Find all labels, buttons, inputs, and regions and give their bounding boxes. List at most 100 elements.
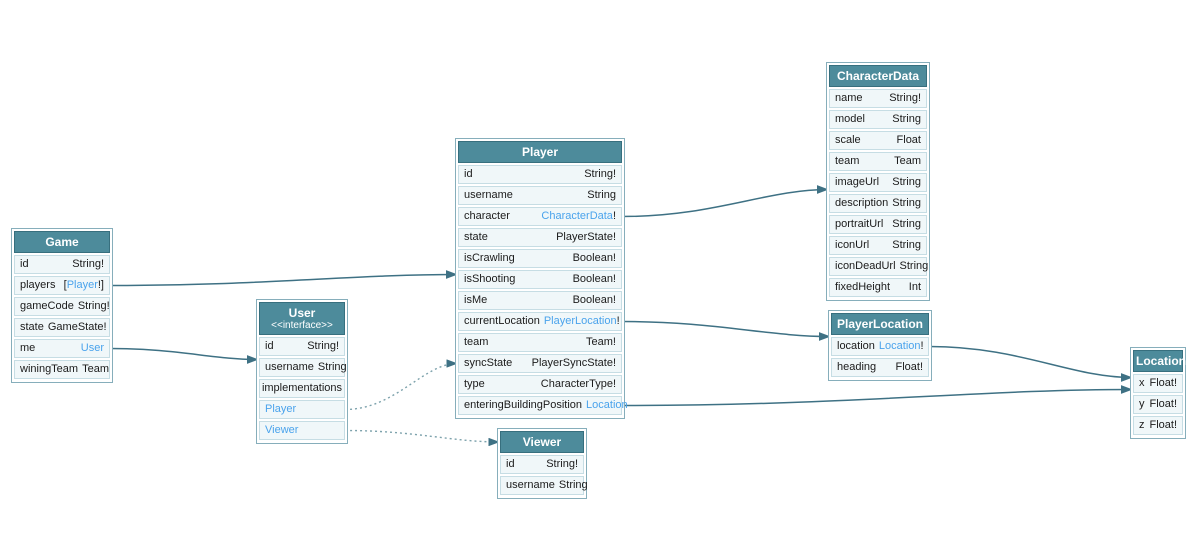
field-type: Float!: [1149, 419, 1177, 432]
type-header-player[interactable]: Player: [458, 141, 622, 163]
field-name: gameCode: [20, 300, 74, 312]
type-header-location[interactable]: Location: [1133, 350, 1186, 372]
field-type-text: Float!: [1149, 398, 1177, 410]
possible-type-row-player[interactable]: Player: [259, 400, 345, 419]
field-row-players[interactable]: players[Player!]: [14, 276, 110, 295]
field-type-text: String!: [546, 458, 578, 470]
field-type: Team: [894, 155, 921, 168]
type-header-characterdata[interactable]: CharacterData: [829, 65, 927, 87]
field-type: Team!: [586, 336, 616, 349]
field-type: String!: [307, 340, 339, 353]
field-row-state[interactable]: state PlayerState!: [458, 228, 622, 247]
field-type-text: String: [587, 189, 616, 201]
field-type: User: [81, 342, 104, 355]
field-name: character: [464, 210, 510, 222]
field-type: String: [892, 197, 921, 210]
field-type: Location: [586, 399, 628, 412]
field-type-text: Team!: [586, 336, 616, 348]
field-name: location: [837, 340, 875, 352]
type-link[interactable]: Player: [265, 403, 297, 415]
field-type-text: Boolean!: [572, 252, 616, 264]
field-type-text: [: [63, 279, 67, 291]
edge-player-character-to-characterdata: [621, 185, 829, 218]
field-type-text: Team: [82, 363, 109, 375]
field-type-link[interactable]: Location: [878, 340, 921, 352]
field-type: Boolean!: [573, 294, 616, 307]
field-type-text: String!: [72, 258, 104, 270]
field-type: String: [559, 479, 588, 492]
edge-player-enteringposition-to-location: [621, 385, 1133, 407]
type-header-viewer[interactable]: Viewer: [500, 431, 584, 453]
field-name: id: [464, 168, 473, 180]
field-type-link[interactable]: Player: [66, 279, 98, 291]
field-type-text: GameState!: [47, 321, 107, 333]
type-header-playerlocation[interactable]: PlayerLocation: [831, 313, 929, 335]
field-type-text: String: [317, 361, 347, 373]
field-type-link[interactable]: User: [80, 342, 104, 354]
type-header-game[interactable]: Game: [14, 231, 110, 253]
field-type-link[interactable]: Location: [586, 399, 628, 411]
field-type: String!: [889, 92, 921, 105]
edge-playerlocation-location-to-location: [928, 345, 1133, 382]
type-header-user[interactable]: User<<interface>>: [259, 302, 345, 335]
field-row-id[interactable]: id String!: [14, 255, 110, 274]
field-name: username: [265, 361, 314, 373]
field-type-text: PlayerState!: [556, 231, 616, 243]
possible-type-row-viewer[interactable]: Viewer: [259, 421, 345, 440]
edge-game-players-to-player: [109, 270, 458, 287]
field-type-text: String: [899, 260, 929, 272]
field-name: username: [506, 479, 555, 491]
field-type-wrap: !: [920, 340, 924, 352]
field-type-wrap: !]: [97, 279, 104, 291]
type-title: Game: [45, 235, 79, 249]
field-row-username[interactable]: username String: [500, 476, 588, 495]
field-name: model: [835, 113, 865, 125]
section-text: implementations: [261, 382, 343, 394]
field-type-link[interactable]: PlayerLocation: [543, 315, 617, 327]
field-type-text: Team: [894, 155, 921, 167]
field-name: state: [464, 231, 488, 243]
field-name: id: [20, 258, 29, 270]
type-link[interactable]: Viewer: [265, 424, 299, 436]
field-type-text: String!: [889, 92, 921, 104]
field-type-text: Float!: [895, 361, 923, 373]
field-type-link[interactable]: CharacterData: [541, 210, 613, 222]
field-name: currentLocation: [464, 315, 540, 327]
field-type-wrap: !: [616, 315, 620, 327]
